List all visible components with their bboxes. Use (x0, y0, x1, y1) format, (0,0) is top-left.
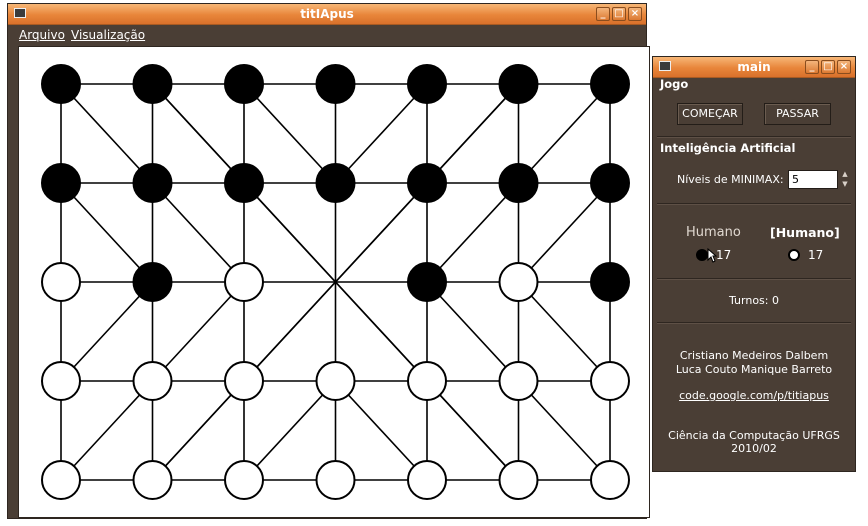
mouse-cursor-icon (707, 248, 717, 263)
white-piece[interactable] (315, 361, 356, 401)
maximize-icon[interactable]: □ (612, 7, 626, 21)
menubar: Arquivo Visualização (8, 25, 646, 45)
white-piece[interactable] (224, 262, 264, 302)
board-line (426, 281, 520, 382)
white-piece[interactable] (590, 460, 630, 500)
black-piece[interactable] (132, 64, 173, 104)
menu-arquivo[interactable]: Arquivo (19, 28, 65, 42)
white-piece[interactable] (407, 361, 447, 401)
game-board[interactable] (19, 47, 649, 517)
side-window: main _ □ × Jogo COMEÇAR PASSAR Inteligên… (652, 56, 856, 472)
board-line (60, 83, 154, 184)
main-titlebar[interactable]: titIApus _ □ × (8, 4, 646, 25)
black-piece[interactable] (224, 163, 264, 203)
black-piece[interactable] (590, 64, 630, 104)
course-label: Ciência da Computação UFRGS (668, 429, 840, 442)
minimax-label: Níveis de MINIMAX: (677, 173, 784, 186)
black-piece[interactable] (590, 163, 630, 203)
separator (657, 322, 851, 324)
board-line (517, 83, 611, 184)
project-link[interactable]: code.google.com/p/titiapus (679, 389, 829, 402)
side-maximize-icon[interactable]: □ (821, 60, 835, 74)
white-piece[interactable] (132, 361, 173, 401)
white-piece[interactable] (41, 361, 81, 401)
white-piece[interactable] (590, 361, 630, 401)
close-icon[interactable]: × (628, 7, 642, 21)
separator (657, 136, 851, 138)
white-piece[interactable] (41, 262, 81, 302)
minimax-spinbox[interactable]: 5 (788, 170, 838, 189)
black-piece[interactable] (407, 163, 447, 203)
player2-count: 17 (808, 248, 824, 262)
date-label: 2010/02 (731, 442, 777, 455)
board-line (517, 380, 611, 481)
board-line (517, 182, 611, 283)
white-piece[interactable] (498, 361, 539, 401)
white-piece[interactable] (407, 460, 447, 500)
white-piece[interactable] (315, 460, 356, 500)
white-piece[interactable] (132, 460, 173, 500)
black-piece[interactable] (41, 163, 81, 203)
black-piece[interactable] (498, 64, 539, 104)
black-piece[interactable] (315, 64, 356, 104)
white-piece[interactable] (224, 460, 264, 500)
black-piece[interactable] (41, 64, 81, 104)
turns-counter: Turnos: 0 (729, 294, 779, 307)
white-piece[interactable] (498, 460, 539, 500)
author-2: Luca Couto Manique Barreto (675, 363, 833, 376)
minimize-icon[interactable]: _ (596, 7, 610, 21)
board-line (426, 182, 520, 283)
pass-button[interactable]: PASSAR (764, 103, 831, 125)
jogo-group-title: Jogo (660, 77, 689, 91)
black-piece[interactable] (407, 262, 447, 302)
black-piece[interactable] (315, 163, 356, 203)
board-line (243, 380, 337, 481)
white-piece[interactable] (224, 361, 264, 401)
author-1: Cristiano Medeiros Dalbem (679, 349, 829, 362)
spin-arrows-icon[interactable]: ▲▼ (842, 170, 848, 188)
board-line (334, 380, 428, 481)
board-line (60, 380, 154, 481)
board-line (151, 182, 245, 283)
board-line (60, 281, 154, 382)
black-piece[interactable] (407, 64, 447, 104)
side-titlebar[interactable]: main _ □ × (653, 57, 855, 78)
player2-label: [Humano] (770, 225, 840, 240)
menu-visualizacao[interactable]: Visualização (71, 28, 146, 42)
main-window: titIApus _ □ × Arquivo Visualização (7, 3, 650, 519)
black-piece[interactable] (132, 163, 173, 203)
side-window-title: main (737, 60, 771, 74)
separator (657, 203, 851, 205)
game-board-canvas[interactable] (18, 46, 650, 518)
black-piece[interactable] (590, 262, 630, 302)
white-piece[interactable] (498, 262, 539, 302)
side-close-icon[interactable]: × (837, 60, 851, 74)
board-line (243, 83, 337, 184)
player1-label: Humano (686, 225, 741, 240)
side-app-icon (659, 61, 671, 71)
black-piece[interactable] (224, 64, 264, 104)
side-minimize-icon[interactable]: _ (805, 60, 819, 74)
board-line (60, 182, 154, 283)
black-piece[interactable] (132, 262, 173, 302)
black-piece[interactable] (498, 163, 539, 203)
start-button[interactable]: COMEÇAR (677, 103, 743, 125)
white-piece[interactable] (41, 460, 81, 500)
white-piece-icon (788, 249, 800, 261)
main-window-title: titIApus (300, 7, 354, 21)
ai-group-title: Inteligência Artificial (660, 141, 796, 155)
board-line (334, 83, 428, 184)
board-line (151, 281, 245, 382)
app-icon (14, 8, 26, 18)
separator (657, 278, 851, 280)
board-line (517, 281, 611, 382)
player1-count: 17 (716, 248, 732, 262)
